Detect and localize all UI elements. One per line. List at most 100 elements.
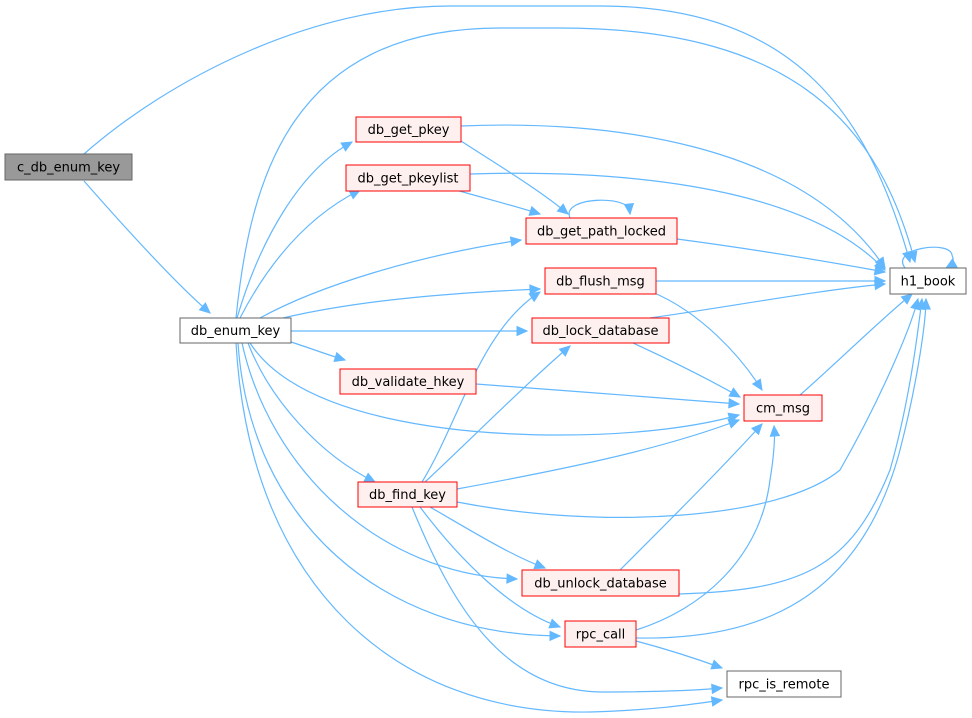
node-box <box>339 368 477 395</box>
edge-cm-msg-to-h1-book-arrowhead <box>900 293 913 305</box>
edges-layer <box>83 5 958 713</box>
edge-db-lock-database-to-cm-msg-arrowhead <box>728 387 742 398</box>
edge-db-enum-key-to-db-flush-msg-arrowhead <box>529 284 542 295</box>
edge-db-enum-key-to-db-find-key <box>247 342 376 483</box>
node-box <box>531 317 670 344</box>
node-label: db_validate_hkey <box>352 375 465 390</box>
edge-db-find-key-to-rpc-call-arrowhead <box>548 618 562 629</box>
edge-db-enum-key-to-db-unlock-database-arrowhead <box>506 573 519 584</box>
node-db-unlock-database[interactable]: db_unlock_database <box>521 569 680 597</box>
edge-db-flush-msg-to-cm-msg-arrowhead <box>751 378 763 392</box>
edge-db-find-key-to-rpc-is-remote-arrowhead <box>711 683 724 695</box>
node-label: rpc_call <box>576 628 626 643</box>
edge-db-find-key-to-db-unlock-database <box>429 506 546 569</box>
edge-db-find-key-to-db-unlock-database-arrowhead <box>533 559 547 570</box>
nodes-layer: c_db_enum_key db_enum_key db_get_pkey db_ge… <box>4 116 967 698</box>
edge-db-get-path-locked-to-h1-book <box>676 238 886 273</box>
edge-db-get-path-locked-to-db-get-path-locked-arrowhead <box>623 202 635 216</box>
edge-db-enum-key-to-db-get-pkey-arrowhead <box>340 141 354 152</box>
edge-db-find-key-to-h1-book <box>456 298 919 518</box>
edge-db-enum-key-to-h1-book-arrowhead <box>907 250 918 264</box>
node-rpc-call[interactable]: rpc_call <box>564 620 637 648</box>
edge-db-enum-key-to-rpc-call <box>237 342 561 637</box>
node-box <box>4 153 133 181</box>
edge-db-get-pkeylist-to-db-get-path-locked-arrowhead <box>528 205 542 216</box>
node-rpc-is-remote[interactable]: rpc_is_remote <box>726 670 842 698</box>
edge-db-get-pkey-to-h1-book <box>460 124 886 269</box>
edge-rpc-call-to-rpc-is-remote-arrowhead <box>710 659 724 670</box>
node-box <box>889 267 967 295</box>
node-label: db_get_pkey <box>368 123 450 138</box>
edge-rpc-call-to-cm-msg-arrowhead <box>769 424 781 437</box>
node-db-validate-hkey[interactable]: db_validate_hkey <box>339 368 477 395</box>
edge-db-enum-key-to-db-validate-hkey-arrowhead <box>333 351 347 362</box>
edge-db-enum-key-to-db-get-path-locked-arrowhead <box>509 236 523 247</box>
edge-db-get-pkeylist-to-db-get-path-locked <box>455 189 541 215</box>
edge-rpc-call-to-rpc-is-remote <box>635 640 723 669</box>
edge-db-validate-hkey-to-cm-msg-arrowhead <box>728 397 741 409</box>
edge-db-lock-database-to-cm-msg <box>632 342 741 398</box>
node-db-get-pkey[interactable]: db_get_pkey <box>355 116 462 143</box>
edge-db-enum-key-to-db-unlock-database <box>241 342 518 580</box>
edge-db-enum-key-to-h1-book <box>235 27 916 319</box>
edge-db-enum-key-to-rpc-is-remote-arrowhead <box>710 696 724 707</box>
node-label: db_lock_database <box>542 324 658 339</box>
node-box <box>521 569 680 597</box>
edge-db-enum-key-to-db-lock-database-arrowhead <box>516 325 529 337</box>
edge-db-unlock-database-to-cm-msg <box>619 423 763 571</box>
edge-db-enum-key-to-rpc-is-remote <box>235 342 723 713</box>
edge-db-lock-database-to-h1-book-arrowhead <box>874 279 887 291</box>
node-db-enum-key[interactable]: db_enum_key <box>179 317 292 344</box>
node-label: db_flush_msg <box>556 275 645 290</box>
edge-db-enum-key-to-db-flush-msg <box>282 288 541 319</box>
edge-db-get-pkey-to-db-get-path-locked-arrowhead <box>556 203 569 215</box>
node-box <box>564 620 637 648</box>
edge-c-db-enum-key-to-db-enum-key-arrowhead <box>198 302 211 314</box>
node-c-db-enum-key[interactable]: c_db_enum_key <box>4 153 133 181</box>
edge-db-find-key-to-db-flush-msg-arrowhead <box>528 291 542 303</box>
node-box <box>726 670 842 698</box>
node-label: c_db_enum_key <box>17 161 120 176</box>
node-db-find-key[interactable]: db_find_key <box>357 481 458 508</box>
node-label: h1_book <box>901 275 956 290</box>
edge-db-enum-key-to-cm-msg <box>249 342 740 436</box>
edge-db-lock-database-to-h1-book <box>649 283 886 319</box>
node-db-flush-msg[interactable]: db_flush_msg <box>544 267 657 295</box>
edge-db-enum-key-to-db-get-path-locked <box>259 239 522 319</box>
edge-db-unlock-database-to-h1-book <box>678 298 923 595</box>
edge-c-db-enum-key-to-h1-book <box>83 5 911 263</box>
node-label: db_find_key <box>369 488 446 503</box>
edge-db-unlock-database-to-cm-msg-arrowhead <box>751 423 763 436</box>
node-h1-book[interactable]: h1_book <box>889 267 967 295</box>
edge-db-get-pkey-to-db-get-path-locked <box>460 140 569 215</box>
edge-db-enum-key-to-db-get-pkeylist <box>239 189 361 319</box>
edge-db-get-path-locked-to-h1-book-arrowhead <box>873 264 887 276</box>
edge-db-find-key-to-rpc-call <box>419 506 561 628</box>
node-box <box>544 267 657 295</box>
edge-db-find-key-to-cm-msg <box>456 419 740 490</box>
edge-rpc-call-to-cm-msg <box>635 425 776 631</box>
node-db-get-path-locked[interactable]: db_get_path_locked <box>525 217 678 245</box>
edge-c-db-enum-key-to-db-enum-key <box>83 180 211 314</box>
node-label: cm_msg <box>756 402 810 417</box>
edge-db-validate-hkey-to-cm-msg <box>475 383 740 405</box>
edge-db-find-key-to-db-lock-database-arrowhead <box>558 345 571 357</box>
edge-db-find-key-to-db-lock-database <box>424 345 571 483</box>
edge-db-flush-msg-to-cm-msg <box>651 291 763 391</box>
node-label: db_unlock_database <box>534 577 667 592</box>
node-box <box>743 394 823 422</box>
node-db-get-pkeylist[interactable]: db_get_pkeylist <box>345 164 471 192</box>
node-box <box>345 164 471 192</box>
node-label: db_enum_key <box>191 324 281 339</box>
node-db-lock-database[interactable]: db_lock_database <box>531 317 670 344</box>
node-label: db_get_pkeylist <box>358 172 459 187</box>
node-box <box>355 116 462 143</box>
node-label: db_get_path_locked <box>537 225 666 240</box>
edge-db-get-pkeylist-to-h1-book <box>469 172 886 271</box>
edge-db-enum-key-to-rpc-call-arrowhead <box>549 630 562 642</box>
node-box <box>179 317 292 344</box>
node-cm-msg[interactable]: cm_msg <box>743 394 823 422</box>
edge-db-find-key-to-rpc-is-remote <box>411 506 723 693</box>
node-box <box>357 481 458 508</box>
